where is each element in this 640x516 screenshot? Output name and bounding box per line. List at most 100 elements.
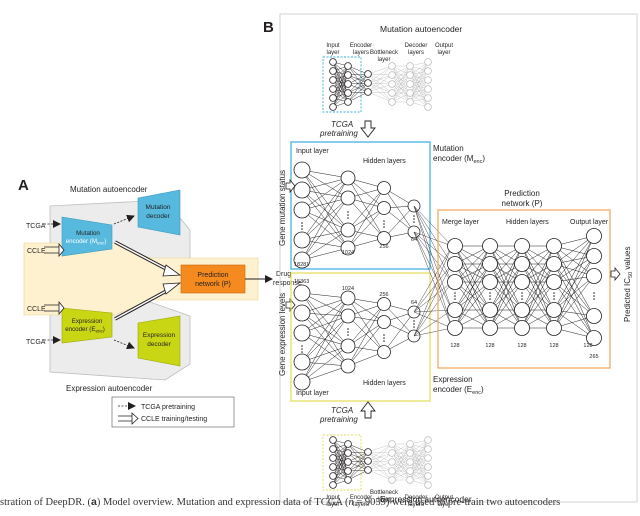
neuron [340,290,356,306]
connection [413,281,453,313]
ellipsis-dot [454,295,456,297]
expression-size-1024: 1024 [342,286,354,292]
neuron [406,62,414,70]
neuron [364,70,372,78]
connection [367,469,393,481]
connection [347,177,385,239]
neuron [293,161,311,179]
neuron [329,103,337,111]
tcga-pretraining-bottom-2: pretraining [319,415,358,424]
neuron [406,98,414,106]
connection [489,245,523,311]
neuron [344,62,352,70]
panel-b: B Mutation autoencoder InputlayerEncoder… [263,13,638,508]
connection [347,73,369,94]
connection [454,263,491,329]
connection [521,245,555,311]
neuron [364,448,372,456]
connection [553,245,595,317]
connection [391,452,411,481]
ellipsis-dot [489,298,491,300]
neuron [377,181,391,195]
neuron [377,201,391,215]
connection [413,205,453,247]
ellipsis-dot [383,340,385,342]
connection [347,303,385,367]
neuron [406,458,414,466]
neuron [447,320,463,336]
neuron [514,274,530,290]
neuron [514,302,530,318]
predicted-ic50-label: Predicted IC50 values [623,246,634,322]
connection [347,187,385,249]
expression-encoder-shape [61,307,113,344]
neuron [388,449,396,457]
neuron [406,71,414,79]
connection [413,205,453,283]
neuron [406,476,414,484]
connection [391,443,411,472]
connection [521,245,555,283]
connection [413,263,453,313]
connection [413,205,453,265]
ae-layer-label: Bottleneck [370,50,399,56]
mutation-decoder-shape [137,189,181,236]
connection [367,461,393,471]
connection [391,65,411,85]
tcga-pretraining-bottom-1: TCGA [331,406,353,415]
neuron [406,467,414,475]
connection [489,263,523,329]
ellipsis-dot [347,211,349,213]
neuron [344,98,352,106]
connection [553,263,595,339]
mutation-encoder-label-1: Mutation [76,230,100,237]
neuron [293,201,311,219]
neuron [424,85,432,93]
expression-hidden-layers-label: Hidden layers [363,380,406,387]
connection [391,65,411,94]
ae-layer-label: Input [326,43,340,49]
connection [409,61,429,85]
neuron [514,238,530,254]
ae-layer-label: layer [437,502,450,508]
neuron [482,274,498,290]
ae-layer-label: layers [353,50,369,56]
connection [413,231,453,311]
connection [383,187,415,233]
expression-input-size: 15363 [294,279,309,285]
neuron [424,436,432,444]
neuron [344,458,352,466]
connection [301,197,349,261]
connection [391,443,411,481]
ae-layer-label: layers [408,502,424,508]
neuron [447,274,463,290]
connection [521,281,555,329]
neuron [546,256,562,272]
connection [367,74,393,93]
connection [409,439,429,481]
bottom-ae-title: Expression autoencoder [380,494,472,504]
mutation-autoencoder-title: Mutation autoencoder [70,185,148,194]
connection [413,281,453,337]
ellipsis-dot [301,345,303,347]
neuron [329,76,337,84]
connection [367,65,393,75]
connection [553,275,595,329]
neuron [377,315,391,329]
neuron [388,98,396,106]
neuron [424,463,432,471]
connection [301,177,349,261]
neuron [406,80,414,88]
merge-layer-label: Merge layer [442,219,480,226]
connection [521,263,555,329]
neuron [340,338,356,354]
neuron [482,320,498,336]
connection [391,443,411,463]
connection [367,469,393,472]
prediction-network-diagram [447,228,602,346]
neuron [424,445,432,453]
connection [454,245,491,311]
connection [347,460,369,481]
ellipsis-dot [413,215,415,217]
